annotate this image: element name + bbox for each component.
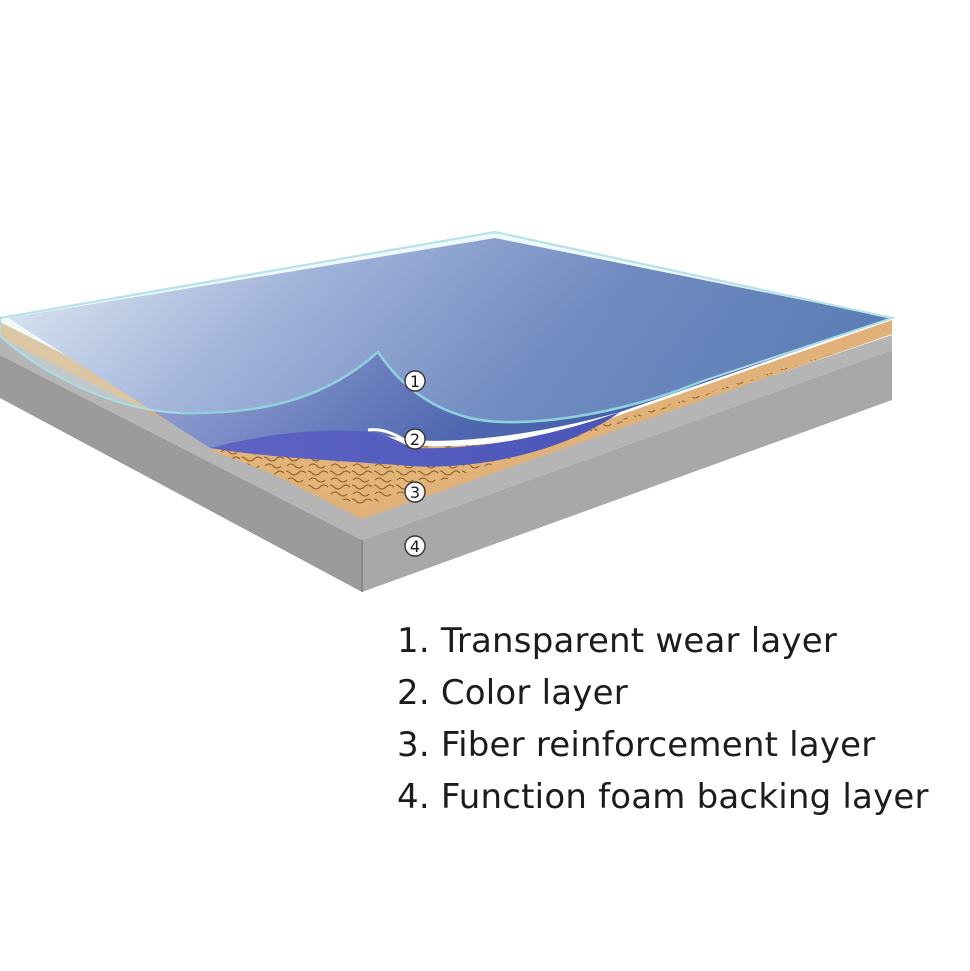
backing-right-face xyxy=(362,350,892,592)
layer-legend: 1. Transparent wear layer 2. Color layer… xyxy=(397,615,967,823)
marker-2-label: 2 xyxy=(410,430,420,449)
marker-3: 3 xyxy=(404,481,426,503)
legend-item-fiber-layer: 3. Fiber reinforcement layer xyxy=(397,725,876,765)
backing-top-face xyxy=(0,330,892,540)
marker-4-label: 4 xyxy=(410,537,420,556)
marker-1-label: 1 xyxy=(410,372,420,391)
transparent-wear-layer xyxy=(0,230,896,424)
legend-item-backing-layer: 4. Function foam backing layer xyxy=(397,777,929,817)
legend-item-wear-layer: 1. Transparent wear layer xyxy=(397,621,837,661)
wear-layer-top-edge xyxy=(0,230,893,319)
backing-front-face xyxy=(0,355,362,592)
marker-1: 1 xyxy=(404,370,426,392)
marker-4: 4 xyxy=(404,535,426,557)
marker-2: 2 xyxy=(404,428,426,450)
foam-backing-layer xyxy=(0,330,892,592)
fiber-exposed-area xyxy=(210,345,860,507)
legend-item-color-layer: 2. Color layer xyxy=(397,673,628,713)
marker-3-label: 3 xyxy=(410,483,420,502)
wear-layer-curl-left xyxy=(179,351,379,415)
color-layer-fold xyxy=(210,412,620,467)
